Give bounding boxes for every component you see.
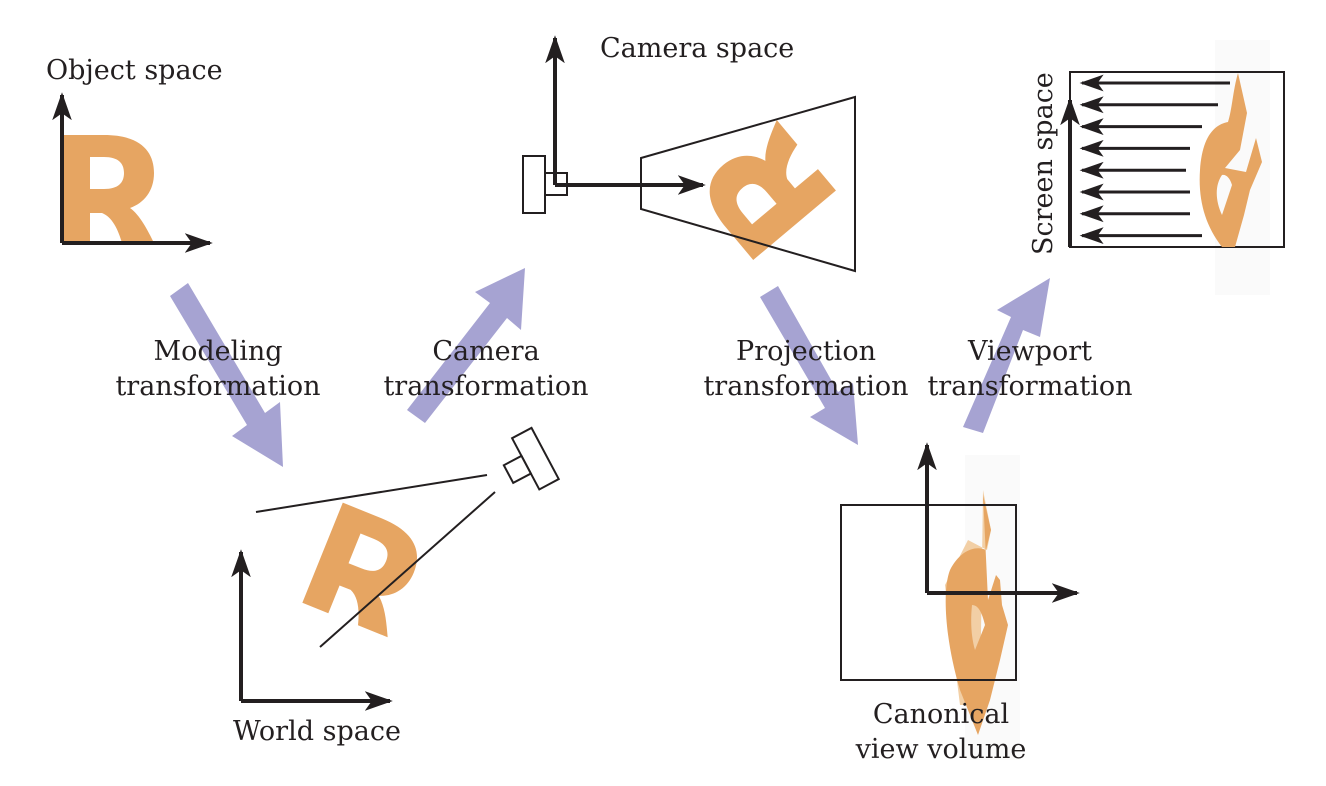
modeling-label-line2: transformation xyxy=(115,371,320,402)
projection-label-line2: transformation xyxy=(703,371,908,402)
world-space-panel: World space xyxy=(231,426,561,747)
viewport-transformation-arrow xyxy=(963,278,1050,433)
screen-r-glyph xyxy=(1199,73,1262,247)
world-frustum-line-top xyxy=(255,474,488,513)
modeling-transformation-arrow xyxy=(170,283,283,467)
object-r-glyph xyxy=(62,135,154,243)
camera-transformation-arrow xyxy=(407,268,525,423)
canonical-r-glyph xyxy=(945,490,1008,735)
world-axes-icon xyxy=(231,549,393,711)
camera-r-glyph xyxy=(694,120,836,260)
viewport-label-line1: Viewport xyxy=(967,336,1092,367)
canonical-view-volume-panel: Canonical view volume xyxy=(840,442,1080,765)
modeling-label-line1: Modeling xyxy=(153,336,282,367)
world-space-label: World space xyxy=(233,716,401,747)
object-axes-icon xyxy=(52,92,213,253)
world-r-glyph xyxy=(302,502,429,638)
camera-axes-icon xyxy=(545,35,706,195)
screen-space-label: Screen space xyxy=(1028,72,1059,255)
camera-label-line2: transformation xyxy=(383,371,588,402)
camera-label-line1: Camera xyxy=(432,336,539,367)
camera-view-frustum xyxy=(640,95,856,273)
canonical-label-line1: Canonical xyxy=(873,699,1009,730)
object-space-label: Object space xyxy=(46,55,223,86)
projection-label-line1: Projection xyxy=(736,336,876,367)
transformation-labels: Modeling transformation Camera transform… xyxy=(115,336,1132,402)
screen-space-panel: Screen space xyxy=(1028,40,1285,295)
projection-transformation-arrow xyxy=(760,286,858,445)
world-frustum-line-bottom xyxy=(319,491,496,648)
world-camera-icon xyxy=(502,426,561,491)
screen-scanlines xyxy=(1079,74,1230,245)
canonical-label-line2: view volume xyxy=(855,734,1027,765)
object-space-panel: Object space xyxy=(46,55,223,253)
canonical-axes-icon xyxy=(917,442,1080,603)
transformation-arrows xyxy=(170,268,1050,467)
camera-space-label: Camera space xyxy=(600,33,794,64)
camera-space-panel: Camera space xyxy=(522,33,856,273)
viewport-label-line2: transformation xyxy=(927,371,1132,402)
